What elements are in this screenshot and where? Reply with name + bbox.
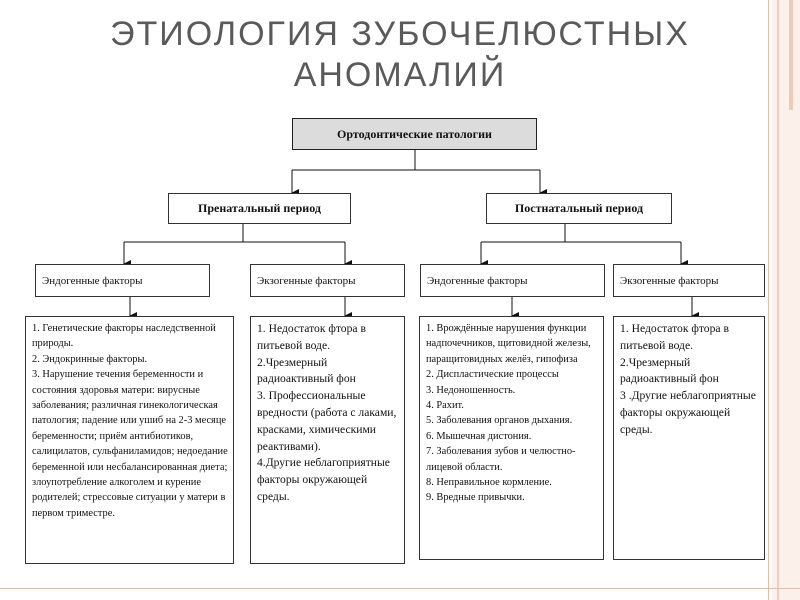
list-item: 3. Профессиональные вредности (работа с …: [257, 389, 397, 453]
list-item: 7. Заболевания зубов и челюстно-лицевой …: [426, 446, 576, 473]
slide-title-line-1: ЭТИОЛОГИЯ ЗУБОЧЕЛЮСТНЫХ: [110, 15, 690, 53]
list-item: 3. Недоношенность.: [426, 384, 516, 396]
list-item: 6. Мышечная дистония.: [426, 430, 532, 442]
decorative-frame-bottom: [0, 588, 800, 589]
list-item: 1. Генетические факторы наследственной п…: [32, 323, 216, 350]
list-item: 2. Диспластические процессы: [426, 369, 559, 381]
prenatal-exogenous-list: 1. Недостаток фтора в питьевой воде. 2.Ч…: [250, 316, 405, 564]
list-item: 3 .Другие неблагоприятные факторы окружа…: [620, 389, 756, 436]
decorative-side-accent: [789, 0, 793, 110]
postnatal-period-box: Постнатальный период: [486, 193, 672, 224]
list-item: 2.Чрезмерный радиоактивный фон: [257, 355, 356, 386]
postnatal-endogenous-list: 1. Врождённые нарушения функции надпочеч…: [419, 316, 604, 560]
decorative-frame-right: [768, 0, 769, 600]
decorative-side-bar: [772, 0, 800, 600]
root-box: Ортодонтические патологии: [292, 118, 537, 150]
slide-title-line-2: АНОМАЛИЙ: [293, 56, 507, 94]
list-item: 8. Неправильное кормление.: [426, 477, 552, 489]
list-item: 4. Рахит.: [426, 400, 464, 412]
list-item: 4.Другие неблагоприятные факторы окружаю…: [257, 456, 390, 503]
prenatal-period-box: Пренатальный период: [168, 193, 351, 224]
list-item: 3. Нарушение течения беременности и сост…: [32, 369, 228, 519]
list-item: 1. Недостаток фтора в питьевой воде.: [620, 322, 729, 352]
prenatal-exogenous-box: Экзогенные факторы: [250, 264, 405, 297]
list-item: 5. Заболевания органов дыхания.: [426, 415, 573, 427]
slide-title: ЭТИОЛОГИЯ ЗУБОЧЕЛЮСТНЫХ АНОМАЛИЙ: [60, 14, 740, 96]
decorative-side-stripe: [777, 0, 779, 600]
list-item: 1. Врождённые нарушения функции надпочеч…: [426, 323, 591, 365]
postnatal-endogenous-box: Эндогенные факторы: [420, 264, 605, 297]
postnatal-exogenous-list: 1. Недостаток фтора в питьевой воде. 2.Ч…: [613, 316, 765, 560]
list-item: 2. Эндокринные факторы.: [32, 353, 148, 365]
postnatal-exogenous-box: Экзогенные факторы: [613, 264, 765, 297]
prenatal-endogenous-list: 1. Генетические факторы наследственной п…: [25, 316, 234, 564]
list-item: 9. Вредные привычки.: [426, 492, 525, 504]
list-item: 2.Чрезмерный радиоактивный фон: [620, 355, 719, 386]
list-item: 1. Недостаток фтора в питьевой воде.: [257, 322, 366, 352]
prenatal-endogenous-box: Эндогенные факторы: [35, 264, 210, 297]
